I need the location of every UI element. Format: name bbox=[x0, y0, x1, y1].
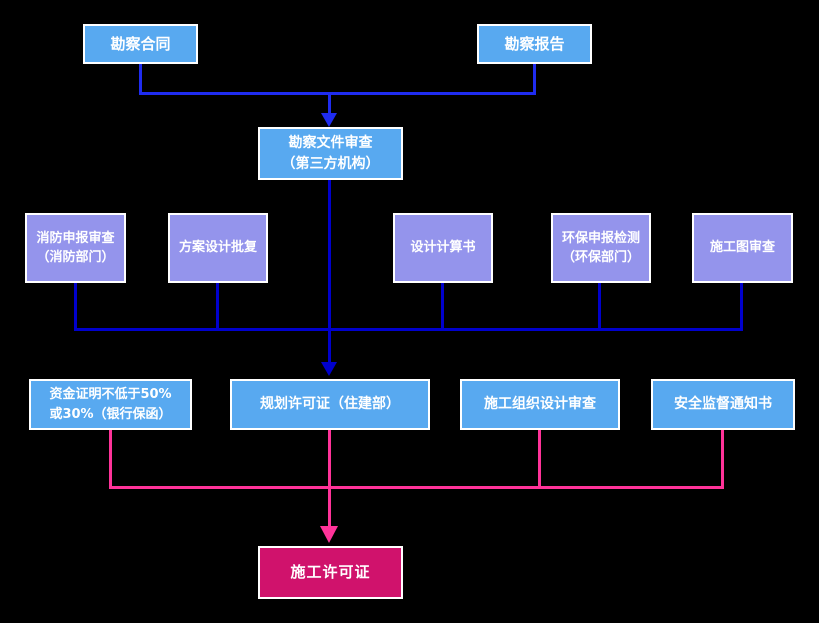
node-planning-permit: 规划许可证（住建部） bbox=[230, 379, 430, 430]
connector-survey-review-stem bbox=[328, 180, 331, 364]
arrowhead-into-survey-review bbox=[321, 113, 337, 127]
arrowhead-into-planning-permit bbox=[321, 362, 337, 376]
connector-env-review-drop bbox=[598, 283, 601, 331]
arrowhead-into-construction-permit bbox=[320, 526, 338, 543]
node-fund-proof: 资金证明不低于50% 或30%（银行保函） bbox=[29, 379, 192, 430]
node-scheme-approval: 方案设计批复 bbox=[168, 213, 268, 283]
node-drawing-review: 施工图审查 bbox=[692, 213, 793, 283]
node-survey-review: 勘察文件审查 （第三方机构） bbox=[258, 127, 403, 180]
connector-top-merge-stem bbox=[328, 92, 331, 115]
connector-survey-contract-drop bbox=[139, 64, 142, 94]
node-fire-review: 消防申报审查 （消防部门） bbox=[25, 213, 126, 283]
connector-drawing-review-drop bbox=[740, 283, 743, 331]
connector-org-design-review-drop bbox=[538, 430, 541, 489]
connector-safety-notice-drop bbox=[721, 430, 724, 489]
connector-fund-proof-drop bbox=[109, 430, 112, 489]
connector-design-calc-drop bbox=[441, 283, 444, 331]
node-safety-notice: 安全监督通知书 bbox=[651, 379, 795, 430]
node-survey-report: 勘察报告 bbox=[477, 24, 592, 64]
connector-scheme-approval-drop bbox=[216, 283, 219, 331]
node-construction-permit: 施工许可证 bbox=[258, 546, 403, 599]
connector-planning-permit-stem bbox=[328, 430, 331, 528]
connector-top-merge-bus bbox=[139, 92, 536, 95]
connector-bottom-bus bbox=[109, 486, 724, 489]
node-env-review: 环保申报检测 （环保部门） bbox=[551, 213, 651, 283]
node-org-design-review: 施工组织设计审查 bbox=[460, 379, 620, 430]
connector-fire-review-drop bbox=[74, 283, 77, 331]
connector-survey-report-drop bbox=[533, 64, 536, 94]
connector-middle-bus bbox=[74, 328, 743, 331]
node-survey-contract: 勘察合同 bbox=[83, 24, 198, 64]
node-design-calc: 设计计算书 bbox=[393, 213, 493, 283]
